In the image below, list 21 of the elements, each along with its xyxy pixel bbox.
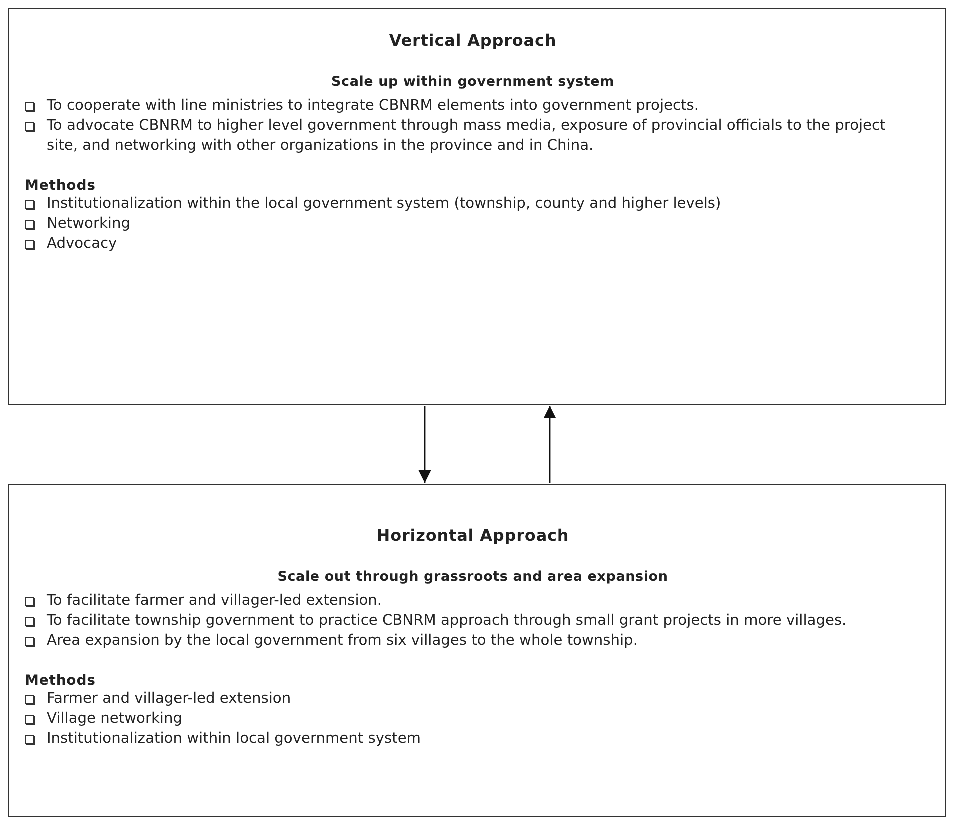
bullet-text: Institutionalization within local government system — [47, 729, 422, 749]
bullet-text: To facilitate township government to practice CBNRM approach through small grant projects in more villages. — [47, 611, 847, 631]
bullet-text: Networking — [47, 214, 131, 234]
arrow — [418, 406, 432, 483]
approach-panel — [8, 8, 946, 405]
bullet-text: Farmer and villager-led extension — [47, 689, 292, 709]
panel-subtitle: Scale up within government system — [330, 74, 616, 90]
bullet-text: Advocacy — [47, 234, 118, 254]
bullet-text: Village networking — [47, 709, 182, 729]
panel-subtitle: Scale out through grassroots and area expansion — [276, 569, 670, 585]
approach-panel — [8, 484, 946, 817]
bullet-text: To facilitate farmer and villager-led extension. — [47, 591, 382, 611]
bullet-text: To advocate CBNRM to higher level government through mass media, exposure of provincial officials to the project site, and networking with other organizations in the province and in China. — [47, 116, 887, 156]
section-heading: Methods — [25, 673, 97, 689]
bullet-text: Area expansion by the local government from six villages to the whole township. — [47, 631, 638, 651]
arrow — [544, 406, 556, 483]
bullet-text: To cooperate with line ministries to integrate CBNRM elements into government projects. — [47, 96, 700, 116]
bullet-text: Institutionalization within the local government system (township, county and higher levels) — [47, 194, 722, 214]
section-heading: Methods — [25, 178, 97, 194]
panel-title: Horizontal Approach — [376, 526, 570, 545]
panel-title: Vertical Approach — [388, 31, 558, 50]
